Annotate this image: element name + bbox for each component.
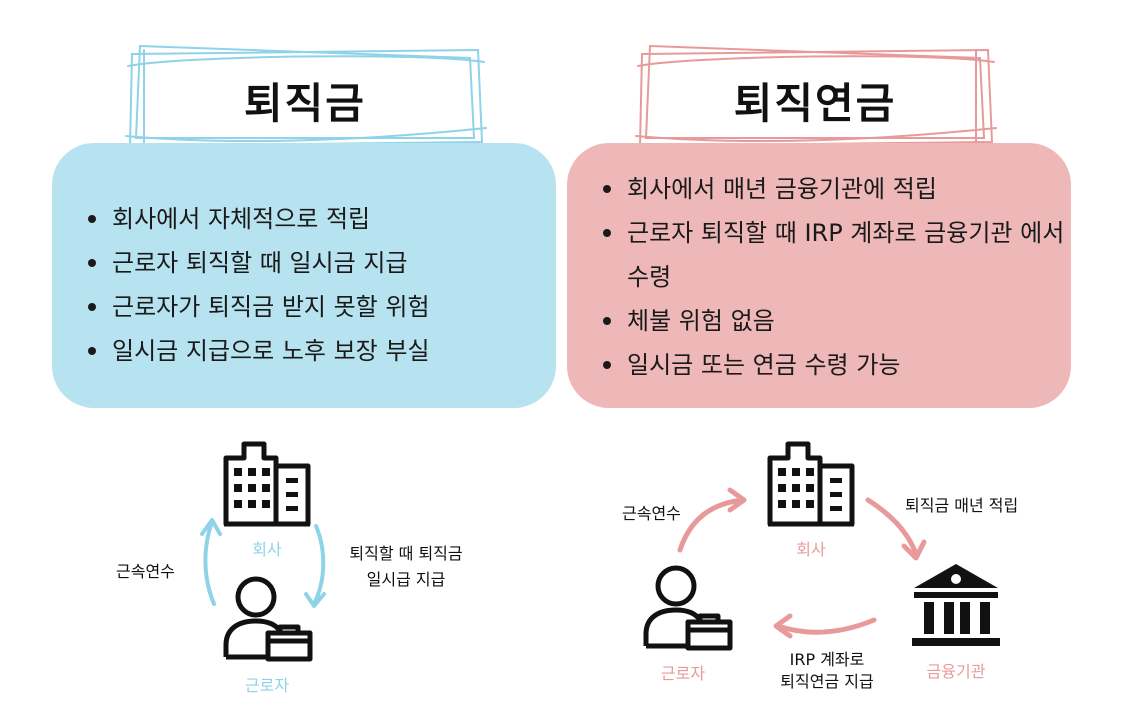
right-bullet: 근로자 퇴직할 때 IRP 계좌로 금융기관 에서 수령	[603, 211, 1071, 299]
right-worker-label: 근로자	[660, 664, 706, 683]
right-title: 퇴직연금	[733, 79, 897, 128]
left-bullet-list: 회사에서 자체적으로 적립 근로자 퇴직할 때 일시금 지급 근로자가 퇴직금 …	[88, 197, 556, 373]
left-cycle-arrows	[200, 518, 326, 608]
right-title-frame	[635, 44, 997, 148]
left-company-label: 회사	[252, 540, 282, 559]
right-bank-label: 금융기관	[926, 662, 986, 681]
left-title-frame	[125, 44, 487, 148]
right-title-box: 퇴직연금	[630, 42, 1000, 152]
right-bullet: 일시금 또는 연금 수령 가능	[603, 343, 1071, 387]
left-bullet: 일시금 지급으로 노후 보장 부실	[88, 329, 556, 373]
left-title: 퇴직금	[244, 79, 366, 128]
left-payout-label-2: 일시급 지급	[366, 570, 446, 589]
left-bullet: 근로자 퇴직할 때 일시금 지급	[88, 241, 556, 285]
right-bullet-list: 회사에서 매년 금융기관에 적립 근로자 퇴직할 때 IRP 계좌로 금융기관 …	[603, 167, 1071, 387]
left-bullet: 근로자가 퇴직금 받지 못할 위험	[88, 285, 556, 329]
left-payout-label-1: 퇴직할 때 퇴직금	[349, 544, 463, 563]
right-irp-label-1: IRP 계좌로	[789, 650, 865, 669]
worker-icon	[643, 565, 733, 651]
right-tenure-label: 근속연수	[622, 504, 681, 523]
worker-icon	[223, 576, 313, 662]
right-irp-label-2: 퇴직연금 지급	[780, 672, 874, 691]
left-bullet: 회사에서 자체적으로 적립	[88, 197, 556, 241]
right-annual-label: 퇴직금 매년 적립	[905, 496, 1019, 515]
left-tenure-label: 근속연수	[116, 562, 175, 581]
building-icon	[223, 441, 311, 527]
left-worker-label: 근로자	[244, 676, 290, 695]
right-bullet: 체불 위험 없음	[603, 299, 1071, 343]
right-bullet: 회사에서 매년 금융기관에 적립	[603, 167, 1071, 211]
right-cycle-arrows	[677, 487, 927, 639]
right-company-label: 회사	[796, 540, 826, 559]
left-panel: 회사에서 자체적으로 적립 근로자 퇴직할 때 일시금 지급 근로자가 퇴직금 …	[52, 143, 556, 408]
bank-icon	[912, 564, 1000, 646]
building-icon	[767, 441, 855, 527]
right-panel: 회사에서 매년 금융기관에 적립 근로자 퇴직할 때 IRP 계좌로 금융기관 …	[567, 143, 1071, 408]
left-title-box: 퇴직금	[120, 42, 490, 152]
